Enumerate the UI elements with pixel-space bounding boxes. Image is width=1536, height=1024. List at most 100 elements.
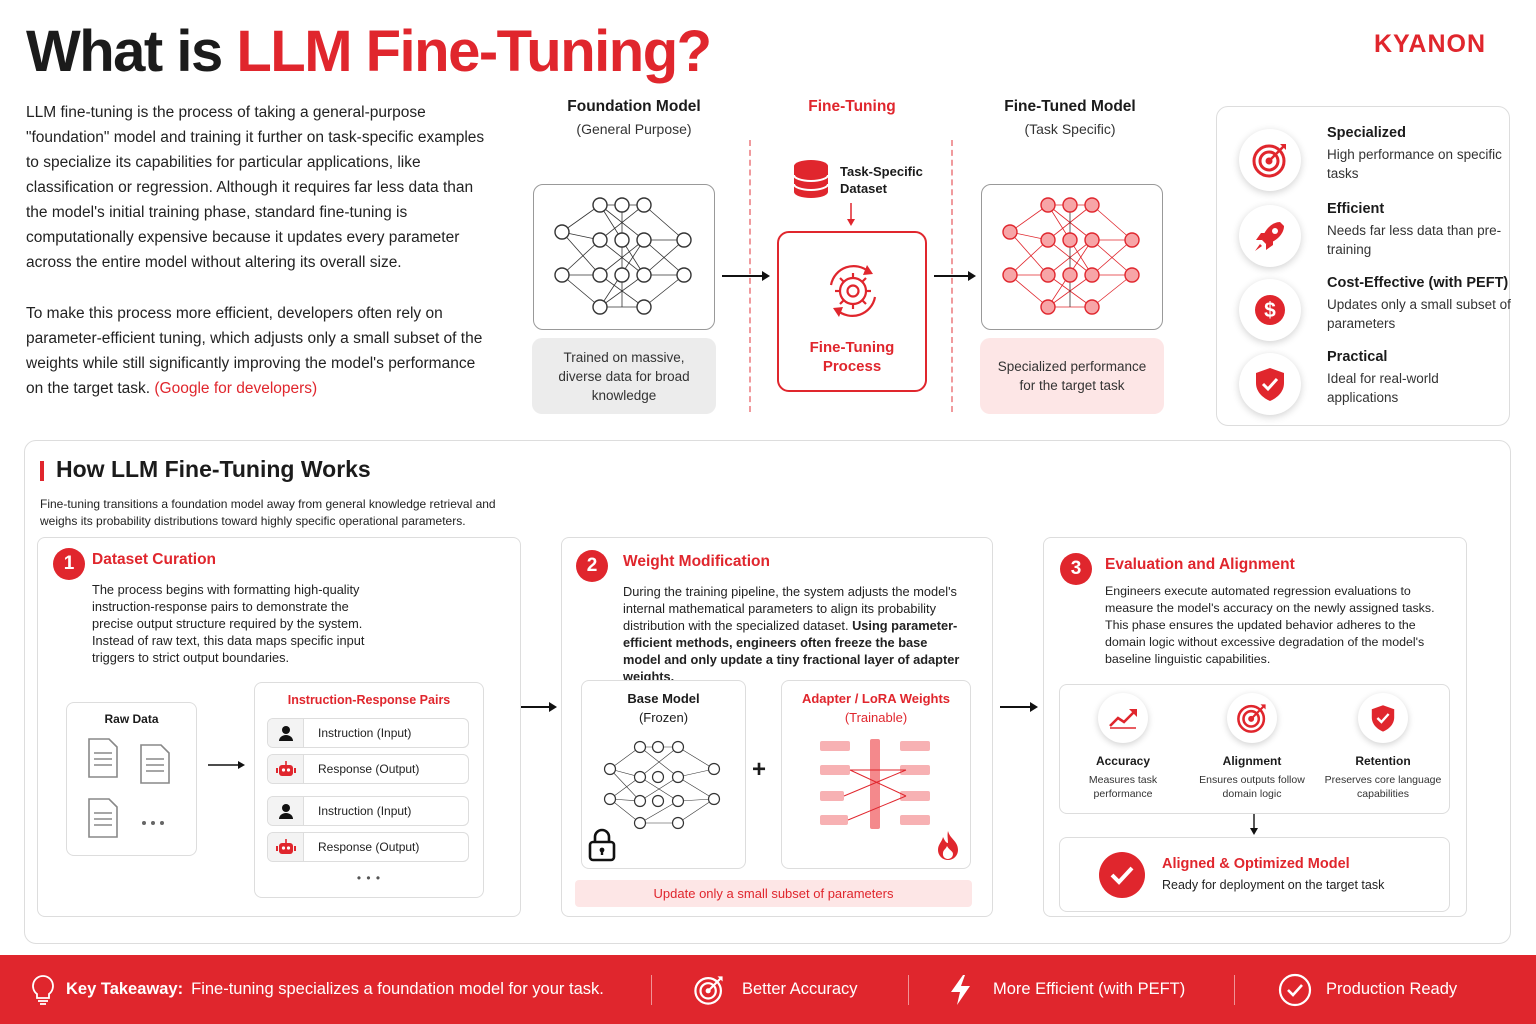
production-ready-item: Production Ready xyxy=(1278,955,1457,1024)
target-icon xyxy=(1227,693,1277,743)
source-link[interactable]: (Google for developers) xyxy=(154,380,318,397)
fine-tuning-process-box: Fine-Tuning Process xyxy=(777,231,927,392)
update-subset-banner: Update only a small subset of parameters xyxy=(575,880,972,907)
fine-tuned-model-title: Fine-Tuned Model xyxy=(1004,98,1136,115)
base-model-box: Base Model (Frozen) xyxy=(581,680,746,869)
benefit-title: Cost-Effective (with PEFT) xyxy=(1327,275,1509,291)
key-takeaway-footer: Key Takeaway: Fine-tuning specializes a … xyxy=(0,955,1536,1024)
aligned-model-desc: Ready for deployment on the target task xyxy=(1162,878,1385,892)
foundation-network-icon xyxy=(554,197,692,315)
step-dataset-curation xyxy=(37,537,521,917)
metric-retention: Retention Preserves core language capabi… xyxy=(1318,693,1448,801)
benefit-cost-effective: $ Cost-Effective (with PEFT) Updates onl… xyxy=(1239,275,1511,341)
benefit-title: Specialized xyxy=(1327,125,1406,141)
adapter-matrix-icon xyxy=(820,739,930,829)
lightning-icon xyxy=(951,974,970,1005)
intro-text: LLM fine-tuning is the process of taking… xyxy=(26,100,496,427)
raw-data-box: Raw Data xyxy=(66,702,197,856)
benefit-desc: High performance on specific tasks xyxy=(1327,147,1502,181)
aligned-model-title: Aligned & Optimized Model xyxy=(1162,856,1350,872)
pairs-title: Instruction-Response Pairs xyxy=(287,693,451,707)
metric-alignment: Alignment Ensures outputs follow domain … xyxy=(1187,693,1317,801)
step-description: During the training pipeline, the system… xyxy=(623,584,960,684)
robot-icon xyxy=(268,833,304,861)
intro-paragraph-1: LLM fine-tuning is the process of taking… xyxy=(26,104,485,271)
response-row: Response (Output) xyxy=(267,832,469,862)
arrow-right-icon xyxy=(521,702,557,712)
step-evaluation-alignment xyxy=(1043,537,1467,917)
better-accuracy-item: Better Accuracy xyxy=(692,955,858,1024)
document-icons xyxy=(88,738,170,838)
flame-icon xyxy=(938,831,958,860)
database-icon xyxy=(793,160,829,198)
step-weight-modification xyxy=(561,537,993,917)
arrow-right-icon xyxy=(934,271,976,281)
arrow-right-icon xyxy=(722,271,770,281)
plus-sign: + xyxy=(752,756,767,783)
how-it-works-panel xyxy=(24,440,1511,944)
target-icon xyxy=(1239,129,1301,191)
raw-data-label: Raw Data xyxy=(104,712,159,726)
gear-cycle-icon xyxy=(829,265,877,317)
arrow-right-icon xyxy=(208,761,245,769)
intro-paragraph-2: To make this process more efficient, dev… xyxy=(26,305,483,397)
tuned-network-icon xyxy=(1002,197,1140,315)
rocket-icon xyxy=(1239,205,1301,267)
section-accent-bar xyxy=(40,461,44,481)
footer-divider xyxy=(1234,975,1235,1005)
footer-divider xyxy=(908,975,909,1005)
benefit-title: Practical xyxy=(1327,349,1388,365)
adapter-title: Adapter / LoRA Weights xyxy=(801,691,951,706)
foundation-network-box xyxy=(533,184,715,330)
fine-tuning-title: Fine-Tuning xyxy=(808,98,896,115)
benefit-desc: Ideal for real-world applications xyxy=(1327,371,1439,405)
tuned-caption: Specialized performance for the target t… xyxy=(980,338,1164,414)
step-number: 2 xyxy=(576,550,608,582)
shield-check-icon xyxy=(1239,353,1301,415)
fine-tuned-model-subtitle: (Task Specific) xyxy=(1024,121,1116,137)
base-model-title: Base Model xyxy=(627,691,700,706)
lightbulb-icon xyxy=(32,974,54,1005)
target-icon xyxy=(694,975,723,1005)
step-title: Dataset Curation xyxy=(92,551,217,568)
kyanon-logo: KYANON xyxy=(1374,30,1487,58)
foundation-model-subtitle: (General Purpose) xyxy=(576,121,692,137)
check-circle-icon xyxy=(1099,852,1145,898)
takeaway-label: Key Takeaway: xyxy=(66,980,184,998)
base-model-subtitle: (Frozen) xyxy=(638,710,689,725)
trend-up-icon xyxy=(1098,693,1148,743)
step-number: 1 xyxy=(53,548,85,580)
page-title: What is LLM Fine-Tuning? xyxy=(26,19,712,84)
foundation-caption: Trained on massive, diverse data for bro… xyxy=(532,338,716,414)
foundation-model-title: Foundation Model xyxy=(567,98,701,115)
user-icon xyxy=(268,797,304,825)
check-circle-icon xyxy=(1278,973,1312,1006)
ellipsis: • • • xyxy=(356,871,382,885)
metrics-box: Accuracy Measures task performance Align… xyxy=(1059,684,1450,814)
benefit-desc: Needs far less data than pre-training xyxy=(1327,223,1502,257)
base-network-icon xyxy=(603,740,721,830)
takeaway-item: Key Takeaway: Fine-tuning specializes a … xyxy=(30,955,604,1024)
benefit-specialized: Specialized High performance on specific… xyxy=(1239,125,1509,191)
response-row: Response (Output) xyxy=(267,754,469,784)
svg-text:$: $ xyxy=(1264,299,1276,322)
shield-check-icon xyxy=(1358,693,1408,743)
task-dataset-label: Task-Specific Dataset xyxy=(840,164,923,196)
more-efficient-item: More Efficient (with PEFT) xyxy=(948,955,1185,1024)
instruction-row: Instruction (Input) xyxy=(267,718,469,748)
step-title: Weight Modification xyxy=(623,553,770,570)
adapter-subtitle: (Trainable) xyxy=(844,710,908,725)
benefit-title: Efficient xyxy=(1327,201,1385,217)
step-title: Evaluation and Alignment xyxy=(1105,556,1295,573)
step-number: 3 xyxy=(1060,553,1092,585)
benefit-practical: Practical Ideal for real-world applicati… xyxy=(1239,349,1509,415)
arrow-right-icon xyxy=(1000,702,1038,712)
divider-left xyxy=(749,140,751,412)
fine-tuning-process-label: Fine-Tuning Process xyxy=(809,339,895,375)
metric-accuracy: Accuracy Measures task performance xyxy=(1058,693,1188,801)
user-icon xyxy=(268,719,304,747)
lock-icon xyxy=(588,828,616,862)
footer-divider xyxy=(651,975,652,1005)
step-description: Engineers execute automated regression e… xyxy=(1105,584,1435,666)
takeaway-text: Fine-tuning specializes a foundation mod… xyxy=(191,980,604,998)
